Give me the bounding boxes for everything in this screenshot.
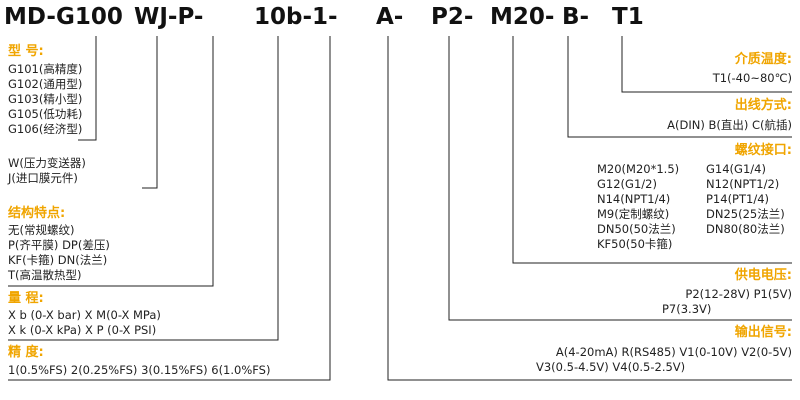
thread-item: M9(定制螺纹) <box>597 207 670 221</box>
range-item: X b (0-X bar) X M(0-X MPa) <box>8 308 161 322</box>
structure-item: KF(卡箍) DN(法兰) <box>8 253 108 267</box>
model-item: G101(高精度) <box>8 62 83 76</box>
code-wj-p: WJ-P- <box>134 4 204 30</box>
connector-supply <box>448 36 792 321</box>
thread-item: G12(G1/2) <box>597 177 657 191</box>
code-a: A- <box>376 4 404 30</box>
code-t1: T1 <box>612 4 644 30</box>
connector-accuracy <box>8 36 331 381</box>
model-item: G103(精小型) <box>8 92 83 106</box>
outlet-title: 出线方式: <box>734 98 792 113</box>
connector-model <box>78 36 97 141</box>
connector-thread <box>512 36 792 264</box>
thread-item: P14(PT1/4) <box>706 192 770 206</box>
thread-item: N14(NPT1/4) <box>597 192 671 206</box>
structure-item: T(高温散热型) <box>8 268 82 282</box>
connector-outlet <box>567 36 792 138</box>
range-title: 量 程: <box>8 291 44 306</box>
medium-temp-title: 介质温度: <box>734 52 792 67</box>
code-m20: M20- <box>490 4 555 30</box>
connector-range <box>8 36 279 341</box>
output-item: V3(0.5-4.5V) V4(0.5-2.5V) <box>536 360 686 374</box>
outlet-item: A(DIN) B(直出) C(航插) <box>667 118 792 132</box>
accuracy-item: 1(0.5%FS) 2(0.25%FS) 3(0.15%FS) 6(1.0%FS… <box>8 363 271 377</box>
thread-item: M20(M20*1.5) <box>597 162 680 176</box>
supply-title: 供电电压: <box>734 268 792 283</box>
connector-medium-temp <box>621 36 792 93</box>
accuracy-title: 精 度: <box>8 345 44 360</box>
code-p2: P2- <box>431 4 474 30</box>
type-item: J(进口膜元件) <box>8 171 78 185</box>
model-item: G106(经济型) <box>8 122 83 136</box>
structure-title: 结构特点: <box>8 206 66 221</box>
thread-item: DN25(25法兰) <box>706 207 785 221</box>
range-item: X k (0-X kPa) X P (0-X PSI) <box>8 323 157 337</box>
structure-item: P(齐平膜) DP(差压) <box>8 238 110 252</box>
supply-item: P2(12-28V) P1(5V) <box>685 287 792 301</box>
connector-output <box>387 36 792 381</box>
supply-item: P7(3.3V) <box>662 302 712 316</box>
structure-item: 无(常规螺纹) <box>8 223 75 237</box>
thread-title: 螺纹接口: <box>734 143 792 158</box>
output-item: A(4-20mA) R(RS485) V1(0-10V) V2(0-5V) <box>555 345 792 359</box>
thread-item: N12(NPT1/2) <box>706 177 780 191</box>
connector-type <box>142 36 158 189</box>
type-item: W(压力变送器) <box>8 156 86 170</box>
model-title: 型 号: <box>8 44 44 59</box>
thread-item: DN50(50法兰) <box>597 222 676 236</box>
connector-structure <box>8 36 214 287</box>
model-item: G105(低功耗) <box>8 107 83 121</box>
code-b: B- <box>562 4 590 30</box>
thread-item: DN80(80法兰) <box>706 222 785 236</box>
output-title: 输出信号: <box>734 325 792 340</box>
code-10b-1: 10b-1- <box>254 4 338 30</box>
thread-item: G14(G1/4) <box>706 162 766 176</box>
thread-item: KF50(50卡箍) <box>597 237 673 251</box>
code-md-g100: MD-G100 <box>4 4 123 30</box>
medium-temp-item: T1(-40~80℃) <box>712 71 792 85</box>
model-item: G102(通用型) <box>8 77 83 91</box>
